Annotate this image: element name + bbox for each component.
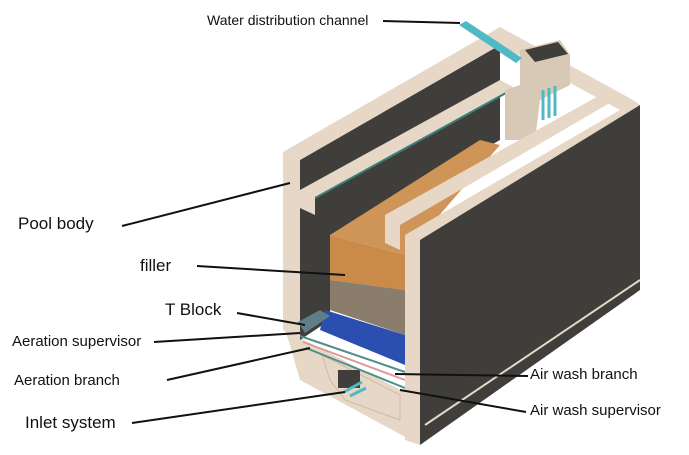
inlet-opening [338, 370, 360, 388]
filler-front [330, 235, 405, 290]
right-wall-top [405, 100, 640, 240]
label-inlet-system: Inlet system [25, 413, 116, 432]
right-channel-ledge [385, 95, 615, 250]
inner-channel-ledge [300, 80, 515, 215]
right-wall-front [405, 235, 420, 445]
aeration-and-air-wash-pipes [299, 335, 406, 389]
right-wall-side [420, 105, 640, 445]
gravel-layer [330, 280, 405, 335]
label-aeration-branch: Aeration branch [14, 372, 120, 389]
label-water-distribution-channel: Water distribution channel [207, 12, 369, 28]
label-air-wash-branch: Air wash branch [530, 366, 638, 383]
label-air-wash-supervisor: Air wash supervisor [530, 402, 661, 419]
water-distribution-channel-pipe [459, 21, 522, 63]
t-block [298, 310, 330, 333]
left-wall-front [283, 152, 300, 340]
blue-media-layer [320, 310, 405, 365]
filler-top [330, 140, 500, 255]
inlet-pipes [343, 380, 367, 398]
channel-edge-line [314, 87, 516, 199]
label-pool-body: Pool body [18, 214, 94, 233]
label-filler: filler [140, 256, 172, 275]
label-t-block: T Block [165, 300, 222, 319]
distribution-box-top [525, 42, 568, 62]
leader-lines [121, 20, 529, 424]
distribution-pipes [541, 86, 557, 120]
distribution-box [505, 40, 570, 140]
label-aeration-supervisor: Aeration supervisor [12, 333, 142, 350]
